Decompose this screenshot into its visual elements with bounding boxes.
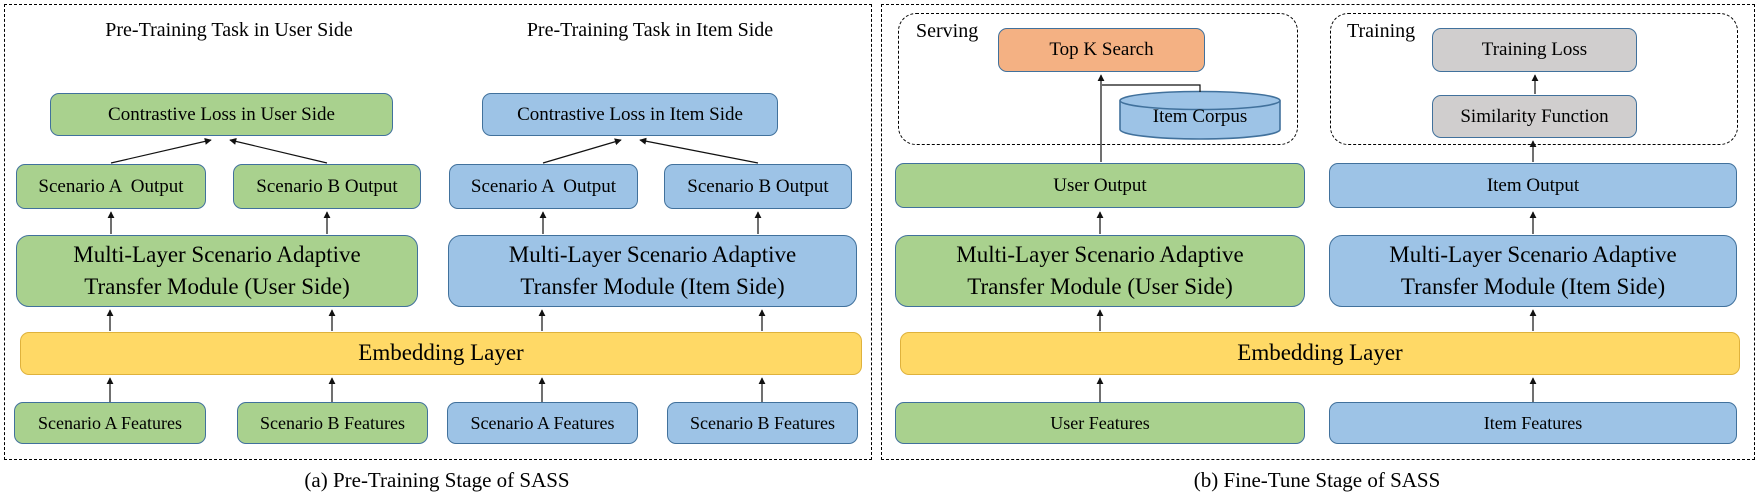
label-serving: Serving: [916, 20, 979, 42]
cylinder-icon: [1119, 90, 1281, 140]
group-serving: [898, 13, 1298, 145]
box-embedding-layer-b: Embedding Layer: [900, 332, 1740, 375]
title-user-side: Pre-Training Task in User Side: [105, 19, 353, 41]
label-training: Training: [1347, 20, 1416, 42]
box-scenario-b-output-item: Scenario B Output: [664, 164, 852, 209]
box-similarity-function: Similarity Function: [1432, 95, 1637, 138]
box-top-k-search: Top K Search: [998, 28, 1205, 72]
panel-finetune: [881, 4, 1755, 460]
box-scenario-a-features-item: Scenario A Features: [447, 402, 638, 444]
box-scenario-b-features-item: Scenario B Features: [667, 402, 858, 444]
box-item-output: Item Output: [1329, 163, 1737, 208]
box-msat-module-user-a: Multi-Layer Scenario Adaptive Transfer M…: [16, 235, 418, 307]
box-user-output: User Output: [895, 163, 1305, 208]
box-scenario-a-output-user: Scenario A Output: [16, 164, 206, 209]
box-user-features: User Features: [895, 402, 1305, 444]
box-item-features: Item Features: [1329, 402, 1737, 444]
box-contrastive-loss-user: Contrastive Loss in User Side: [50, 93, 393, 136]
panel-pretraining: [4, 4, 872, 460]
box-contrastive-loss-item: Contrastive Loss in Item Side: [482, 93, 778, 136]
box-scenario-a-output-item: Scenario A Output: [449, 164, 638, 209]
title-item-side: Pre-Training Task in Item Side: [526, 19, 774, 41]
shape-item-corpus-cylinder: Item Corpus: [1118, 90, 1282, 142]
box-scenario-b-output-user: Scenario B Output: [233, 164, 421, 209]
caption-finetune-stage: (b) Fine-Tune Stage of SASS: [1193, 468, 1441, 492]
box-embedding-layer-a: Embedding Layer: [20, 332, 862, 375]
box-scenario-b-features-user: Scenario B Features: [237, 402, 428, 444]
label-item-corpus: Item Corpus: [1152, 106, 1248, 127]
box-scenario-a-features-user: Scenario A Features: [14, 402, 206, 444]
caption-pretraining-stage: (a) Pre-Training Stage of SASS: [304, 468, 570, 492]
box-msat-module-user-b: Multi-Layer Scenario Adaptive Transfer M…: [895, 235, 1305, 307]
box-msat-module-item-a: Multi-Layer Scenario Adaptive Transfer M…: [448, 235, 857, 307]
box-msat-module-item-b: Multi-Layer Scenario Adaptive Transfer M…: [1329, 235, 1737, 307]
box-training-loss: Training Loss: [1432, 28, 1637, 72]
